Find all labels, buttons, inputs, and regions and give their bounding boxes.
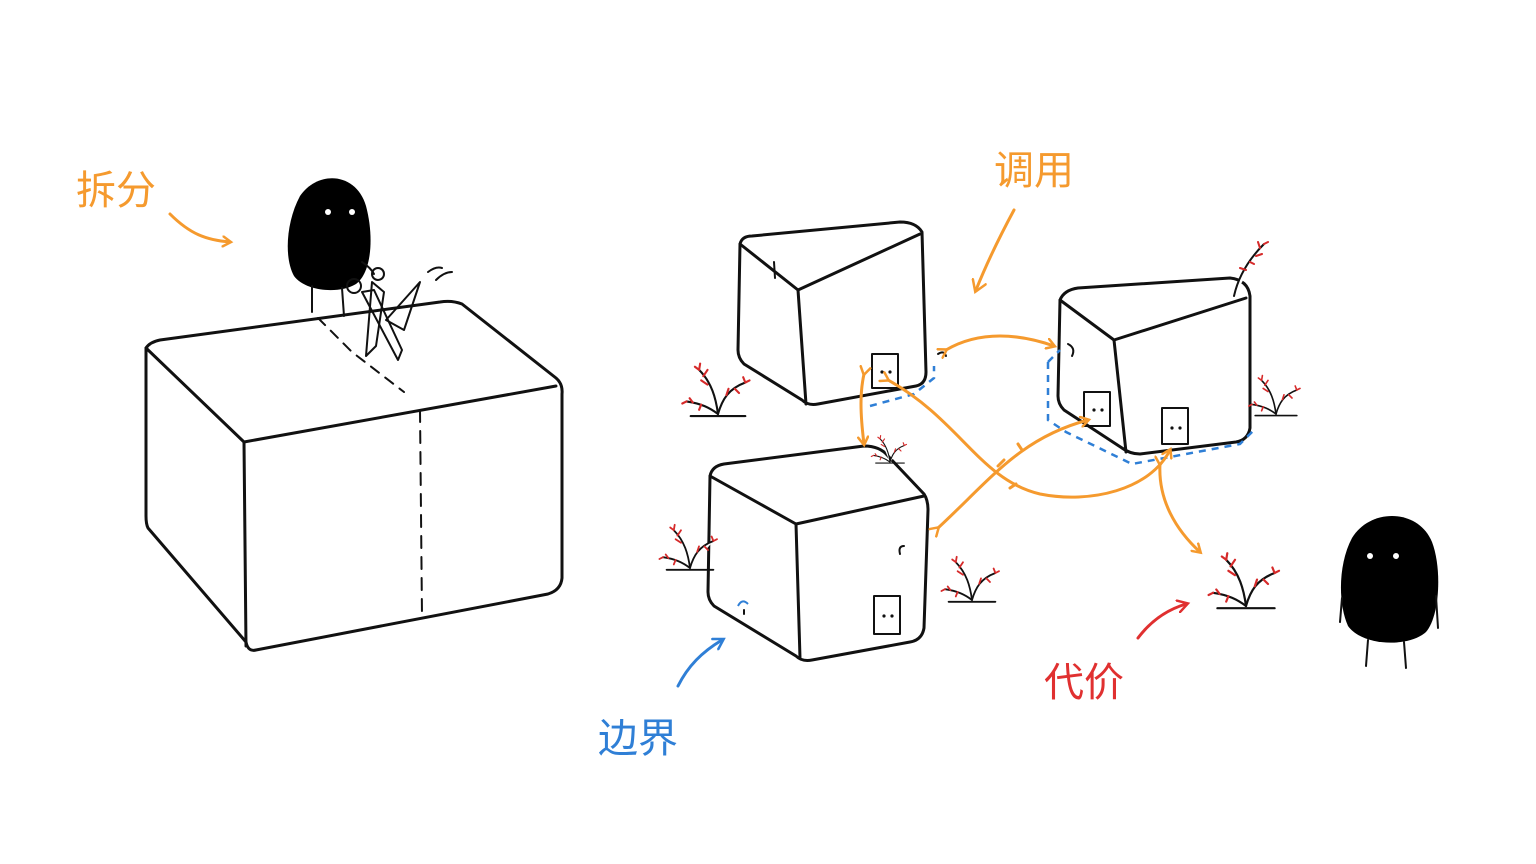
blob-creature-icon [287,178,375,317]
call-label: 调用 [994,148,1074,194]
cost-arrow [1136,604,1186,640]
split-label: 拆分 [76,168,156,214]
blob-creature-icon [1339,515,1439,669]
split-arrow [168,212,230,242]
service-cube-1 [736,220,947,408]
service-cube-2 [1046,276,1257,466]
big-box [144,299,564,652]
boundary-label: 边界 [598,716,678,762]
cost-label: 代价 [1044,660,1124,706]
door-icon [873,595,901,635]
call-arrows [861,334,1200,552]
call-label-arrow [976,208,1016,290]
service-cube-3 [706,444,930,662]
scissors-icon [346,266,453,361]
thorn-plant-icon [658,241,1301,610]
boundary-arrow [676,640,722,688]
